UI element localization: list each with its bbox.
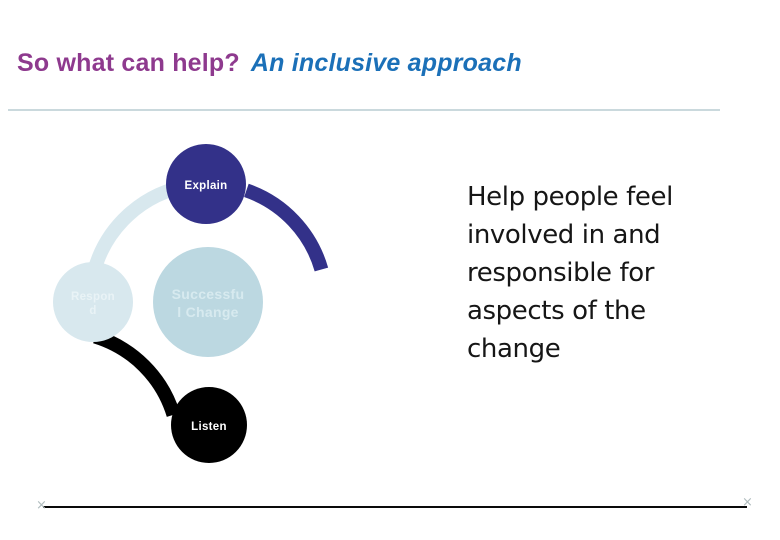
center-node-label-line2: l Change [177, 304, 239, 320]
explain-node-label: Explain [184, 180, 227, 192]
title-subtitle: An inclusive approach [250, 49, 522, 77]
bottom-divider-line [43, 506, 747, 508]
listen-node-label: Listen [191, 421, 227, 433]
center-node-circle [153, 247, 263, 357]
respond-node-label-line2: d [89, 305, 96, 317]
cycle-diagram: Explain Respon d Successfu l Change List… [53, 144, 329, 463]
arc-respond-to-listen [93, 329, 181, 417]
title-underline [8, 109, 720, 111]
title-question: So what can help? [17, 49, 240, 77]
line-endpoint-mark-icon: × [36, 498, 47, 513]
key-message-line: responsible for [467, 258, 655, 288]
key-message: Help people feel involved in and respons… [467, 178, 673, 368]
key-message-line: involved in and [467, 220, 661, 250]
explain-node-circle [166, 144, 246, 224]
key-message-line: Help people feel [467, 182, 673, 212]
listen-node-circle [171, 387, 247, 463]
key-message-line: aspects of the [467, 296, 646, 326]
center-node-label-line1: Successfu [172, 286, 245, 302]
line-endpoint-mark-icon: × [742, 495, 753, 510]
respond-node-label-line1: Respon [71, 291, 115, 303]
key-message-line: change [467, 334, 561, 364]
slide-title: So what can help? An inclusive approach [17, 48, 522, 79]
respond-node-circle [53, 262, 133, 342]
arc-explain-clockwise [243, 183, 329, 272]
